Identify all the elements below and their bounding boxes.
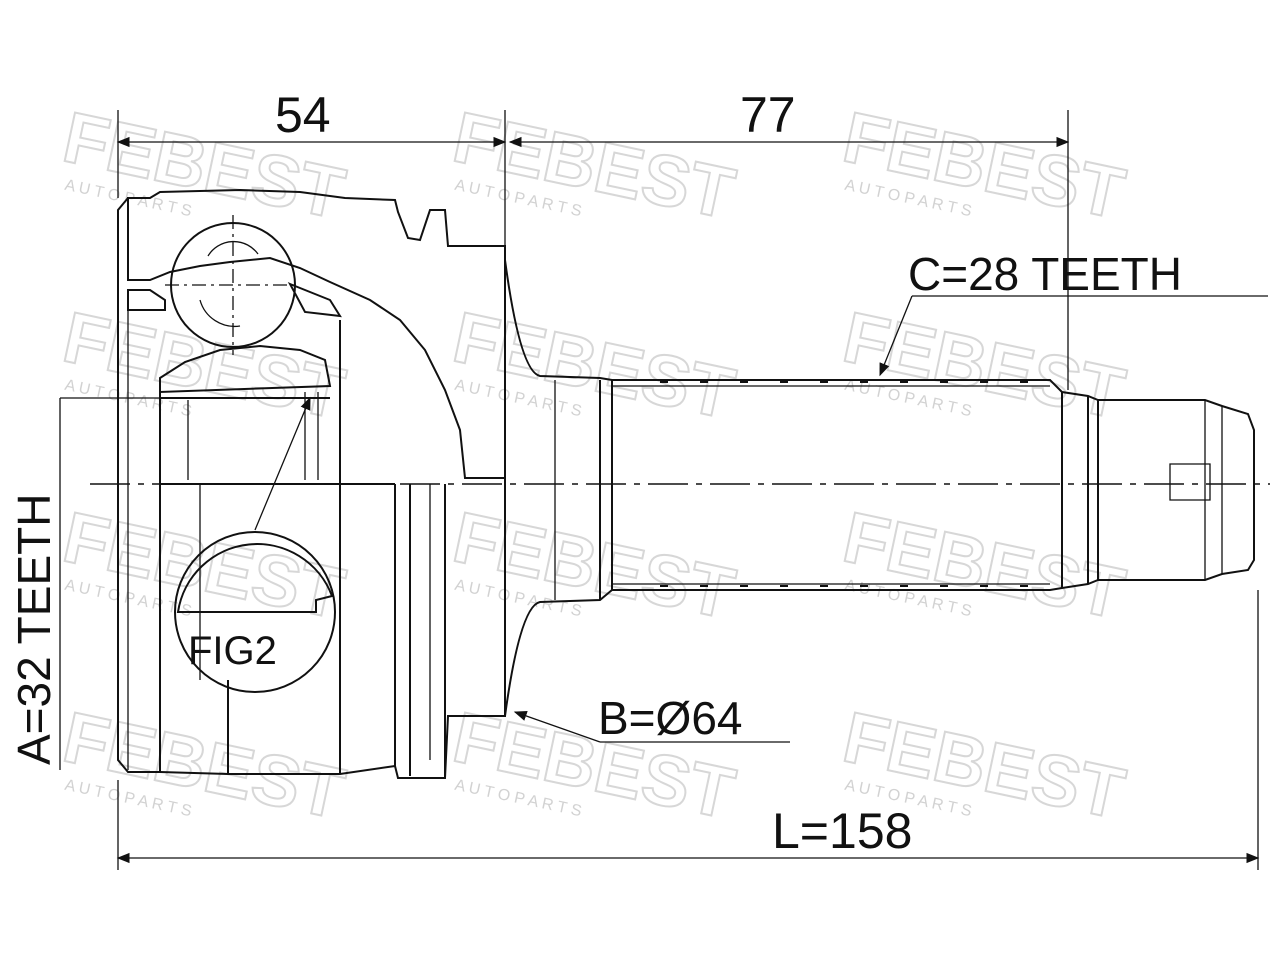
watermark-brand: FEBEST [57, 497, 351, 634]
watermark-brand: FEBEST [837, 97, 1131, 234]
dimension-total-length: L=158 [116, 590, 1260, 870]
cv-joint-housing [117, 188, 506, 779]
watermark-brand: FEBEST [57, 297, 351, 434]
watermark-brand: FEBEST [447, 297, 741, 434]
spline-marks [660, 381, 1028, 587]
dimension-b-diameter: B=Ø64 [513, 692, 790, 744]
watermark-brand: FEBEST [447, 97, 741, 234]
watermark-brand: FEBEST [447, 497, 741, 634]
b-diameter-label: B=Ø64 [598, 692, 743, 744]
fig2-label: FIG2 [188, 629, 277, 673]
ball-bearing [165, 215, 300, 355]
watermark-brand: FEBEST [57, 697, 351, 834]
fig2-detail: FIG2 [174, 396, 336, 693]
dimension-c-teeth: C=28 TEETH [879, 248, 1268, 377]
a-teeth-label: A=32 TEETH [8, 494, 60, 765]
drive-shaft [504, 259, 1255, 717]
watermark-brand: FEBEST [837, 297, 1131, 434]
dimension-77-label: 77 [740, 87, 796, 143]
total-length-label: L=158 [772, 803, 912, 859]
dimension-a-teeth: A=32 TEETH [8, 397, 160, 770]
watermark-brand: FEBEST [837, 497, 1131, 634]
dimension-54: 54 [116, 87, 507, 246]
c-teeth-label: C=28 TEETH [908, 248, 1182, 300]
dimension-54-label: 54 [275, 87, 331, 143]
dimension-77: 77 [508, 87, 1070, 390]
